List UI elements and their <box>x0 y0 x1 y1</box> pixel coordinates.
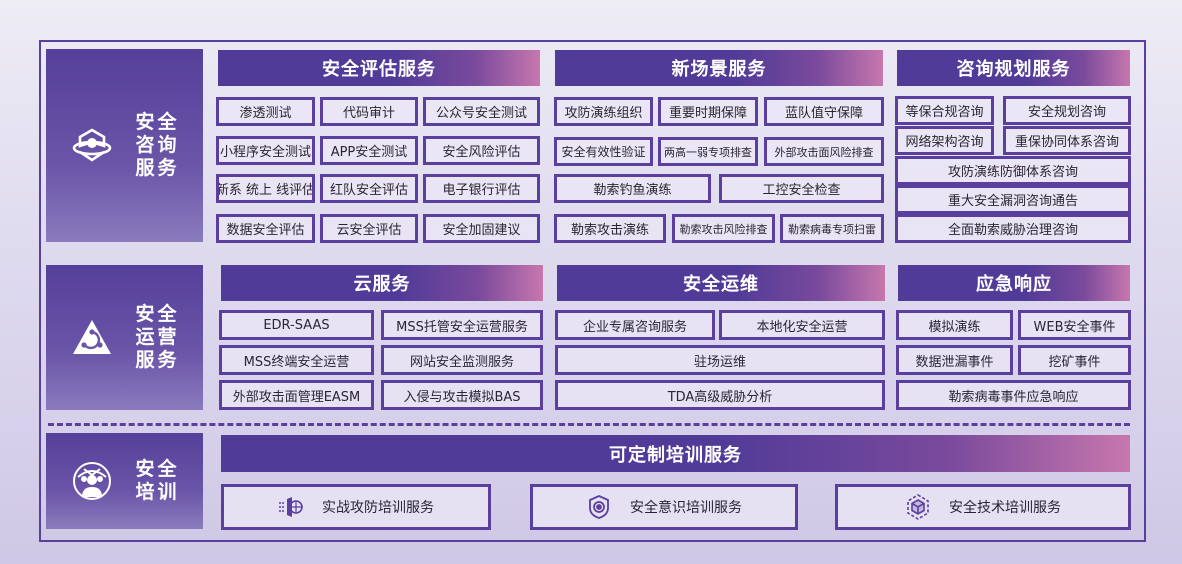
service-item[interactable]: 全面勒索威胁治理咨询 <box>895 214 1131 243</box>
service-item[interactable]: 攻防演练组织 <box>554 97 653 126</box>
service-item[interactable]: WEB安全事件 <box>1018 310 1131 340</box>
service-item[interactable]: 云安全评估 <box>320 214 418 243</box>
service-item[interactable]: 安全有效性验证 <box>554 137 653 166</box>
service-item[interactable]: 工控安全检查 <box>719 174 884 203</box>
service-item[interactable]: 安全风险评估 <box>423 136 540 165</box>
user-network-icon <box>72 462 111 500</box>
section-title-operations: 安全运营服务 <box>135 303 180 371</box>
service-item[interactable]: 企业专属咨询服务 <box>555 310 715 340</box>
side-panel-consult: 安全咨询服务 <box>46 49 203 242</box>
group-header-new-scene: 新场景服务 <box>555 50 883 86</box>
service-item[interactable]: 外部攻击面管理EASM <box>219 380 374 410</box>
training-item-label: 安全意识培训服务 <box>630 500 742 516</box>
group-header-assessment: 安全评估服务 <box>218 50 540 86</box>
group-header-training: 可定制培训服务 <box>221 435 1130 472</box>
service-item[interactable]: 入侵与攻击模拟BAS <box>381 380 543 410</box>
shield-eye-icon <box>589 495 609 519</box>
group-header-planning: 咨询规划服务 <box>897 50 1130 86</box>
service-item[interactable]: 外部攻击面风险排查 <box>764 137 884 166</box>
outer-frame <box>39 40 1146 542</box>
service-item[interactable]: 公众号安全测试 <box>423 97 540 126</box>
service-item[interactable]: 小程序安全测试 <box>216 136 315 165</box>
group-header-emergency: 应急响应 <box>898 265 1130 301</box>
training-item-technical[interactable]: 安全技术培训服务 <box>835 484 1131 530</box>
section-title-consult: 安全咨询服务 <box>135 111 180 179</box>
service-item[interactable]: EDR-SAAS <box>219 310 374 340</box>
service-item[interactable]: 勒索攻击演练 <box>554 214 666 243</box>
training-item-label: 实战攻防培训服务 <box>322 500 434 516</box>
service-item[interactable]: 安全加固建议 <box>423 214 540 243</box>
service-item[interactable]: 蓝队值守保障 <box>764 97 884 126</box>
section-title-training: 安全培训 <box>135 458 180 503</box>
triangle-cycle-icon <box>72 319 111 354</box>
service-item[interactable]: 安全规划咨询 <box>1003 96 1131 125</box>
service-item[interactable]: 网站安全监测服务 <box>381 345 543 375</box>
service-item[interactable]: 电子银行评估 <box>423 174 540 203</box>
service-item[interactable]: 驻场运维 <box>555 345 885 375</box>
group-header-secops: 安全运维 <box>557 265 885 301</box>
service-item[interactable]: APP安全测试 <box>320 136 418 165</box>
service-item[interactable]: 两高一弱专项排查 <box>658 137 758 166</box>
service-item[interactable]: 勒索病毒事件应急响应 <box>896 380 1131 410</box>
cube-icon <box>907 494 929 520</box>
service-item[interactable]: 本地化安全运营 <box>719 310 885 340</box>
service-item[interactable]: 重要时期保障 <box>658 97 758 126</box>
service-item[interactable]: 重大安全漏洞咨询通告 <box>895 185 1131 214</box>
service-item[interactable]: 勒索病毒专项扫雷 <box>780 214 884 243</box>
service-item[interactable]: 数据安全评估 <box>216 214 315 243</box>
service-item[interactable]: 攻防演练防御体系咨询 <box>895 156 1131 185</box>
service-item[interactable]: MSS终端安全运营 <box>219 345 374 375</box>
service-item[interactable]: 勒索攻击风险排查 <box>672 214 775 243</box>
shield-chat-icon <box>72 127 111 162</box>
service-item[interactable]: 网络架构咨询 <box>895 126 994 155</box>
service-item[interactable]: 等保合规咨询 <box>895 96 994 125</box>
service-item[interactable]: 勒索钓鱼演练 <box>554 174 711 203</box>
side-panel-training: 安全培训 <box>46 433 203 529</box>
dashed-divider <box>48 423 1130 426</box>
service-item[interactable]: 数据泄漏事件 <box>896 345 1013 375</box>
group-header-cloud: 云服务 <box>221 265 543 301</box>
service-item[interactable]: 红队安全评估 <box>320 174 418 203</box>
service-item[interactable]: 渗透测试 <box>216 97 315 126</box>
service-item[interactable]: MSS托管安全运营服务 <box>381 310 543 340</box>
service-item[interactable]: 模拟演练 <box>896 310 1013 340</box>
side-panel-operations: 安全运营服务 <box>46 265 203 410</box>
service-item[interactable]: 重保协同体系咨询 <box>1003 126 1131 155</box>
training-item-awareness[interactable]: 安全意识培训服务 <box>530 484 798 530</box>
service-item[interactable]: 代码审计 <box>320 97 418 126</box>
service-item[interactable]: TDA高级威胁分析 <box>555 380 885 410</box>
training-item-attack-defense[interactable]: 实战攻防培训服务 <box>221 484 491 530</box>
training-item-label: 安全技术培训服务 <box>949 500 1061 516</box>
service-item[interactable]: 新系 统上 线评估 <box>216 174 315 203</box>
attack-defense-icon <box>279 497 303 517</box>
service-item[interactable]: 挖矿事件 <box>1018 345 1131 375</box>
